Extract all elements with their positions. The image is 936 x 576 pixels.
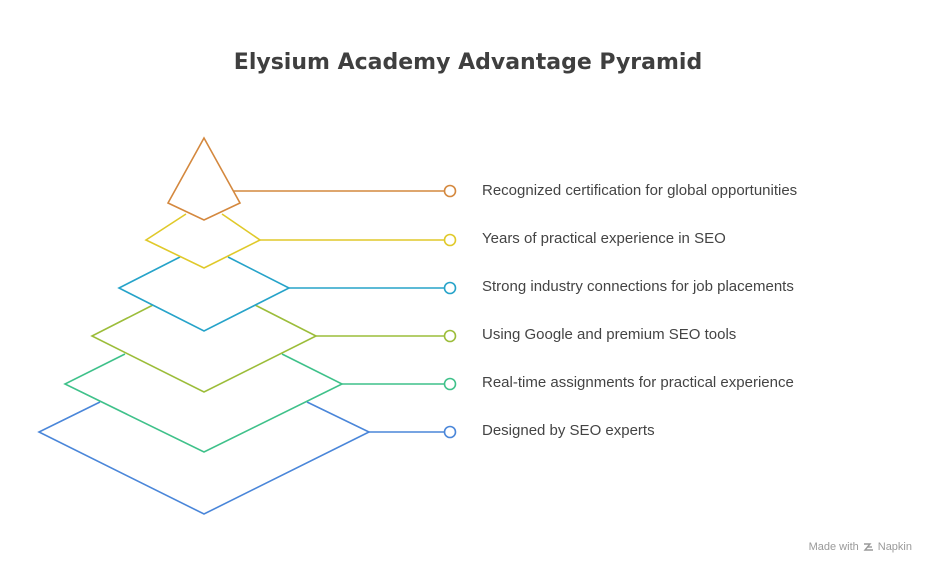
level-label-4: Using Google and premium SEO tools xyxy=(482,326,737,343)
footer-prefix: Made with xyxy=(808,541,859,553)
pyramid-level-3-shape xyxy=(117,256,291,332)
pyramid-level-1 xyxy=(166,136,457,221)
connector-dot-6 xyxy=(443,425,457,439)
pyramid-level-1-shape xyxy=(166,136,242,221)
pyramid-level-4 xyxy=(90,304,457,393)
pyramid-level-4-shape xyxy=(90,304,318,393)
footer-brand: Napkin xyxy=(877,541,912,553)
level-label-2: Years of practical experience in SEO xyxy=(482,230,726,247)
pyramid-level-5 xyxy=(63,353,457,453)
level-label-5: Real-time assignments for practical expe… xyxy=(482,374,794,391)
connector-dot-2 xyxy=(443,233,457,247)
pyramid-level-3 xyxy=(117,256,457,332)
diagram-title: Elysium Academy Advantage Pyramid xyxy=(233,50,703,75)
connector-dot-1 xyxy=(443,184,457,198)
connector-dot-5 xyxy=(443,377,457,391)
napkin-logo-icon xyxy=(863,543,873,551)
pyramid-level-5-shape xyxy=(63,353,344,453)
connector-dot-4 xyxy=(443,329,457,343)
level-label-1: Recognized certification for global oppo… xyxy=(482,182,798,199)
made-with-footer[interactable]: Made with Napkin xyxy=(809,541,912,553)
pyramid-level-6-shape xyxy=(37,401,371,515)
pyramid-level-6 xyxy=(37,401,457,515)
pyramid-level-2-shape xyxy=(144,213,262,269)
pyramid-level-2 xyxy=(144,213,457,269)
level-label-3: Strong industry connections for job plac… xyxy=(482,278,794,295)
connector-dot-3 xyxy=(443,281,457,295)
level-label-6: Designed by SEO experts xyxy=(482,422,655,439)
